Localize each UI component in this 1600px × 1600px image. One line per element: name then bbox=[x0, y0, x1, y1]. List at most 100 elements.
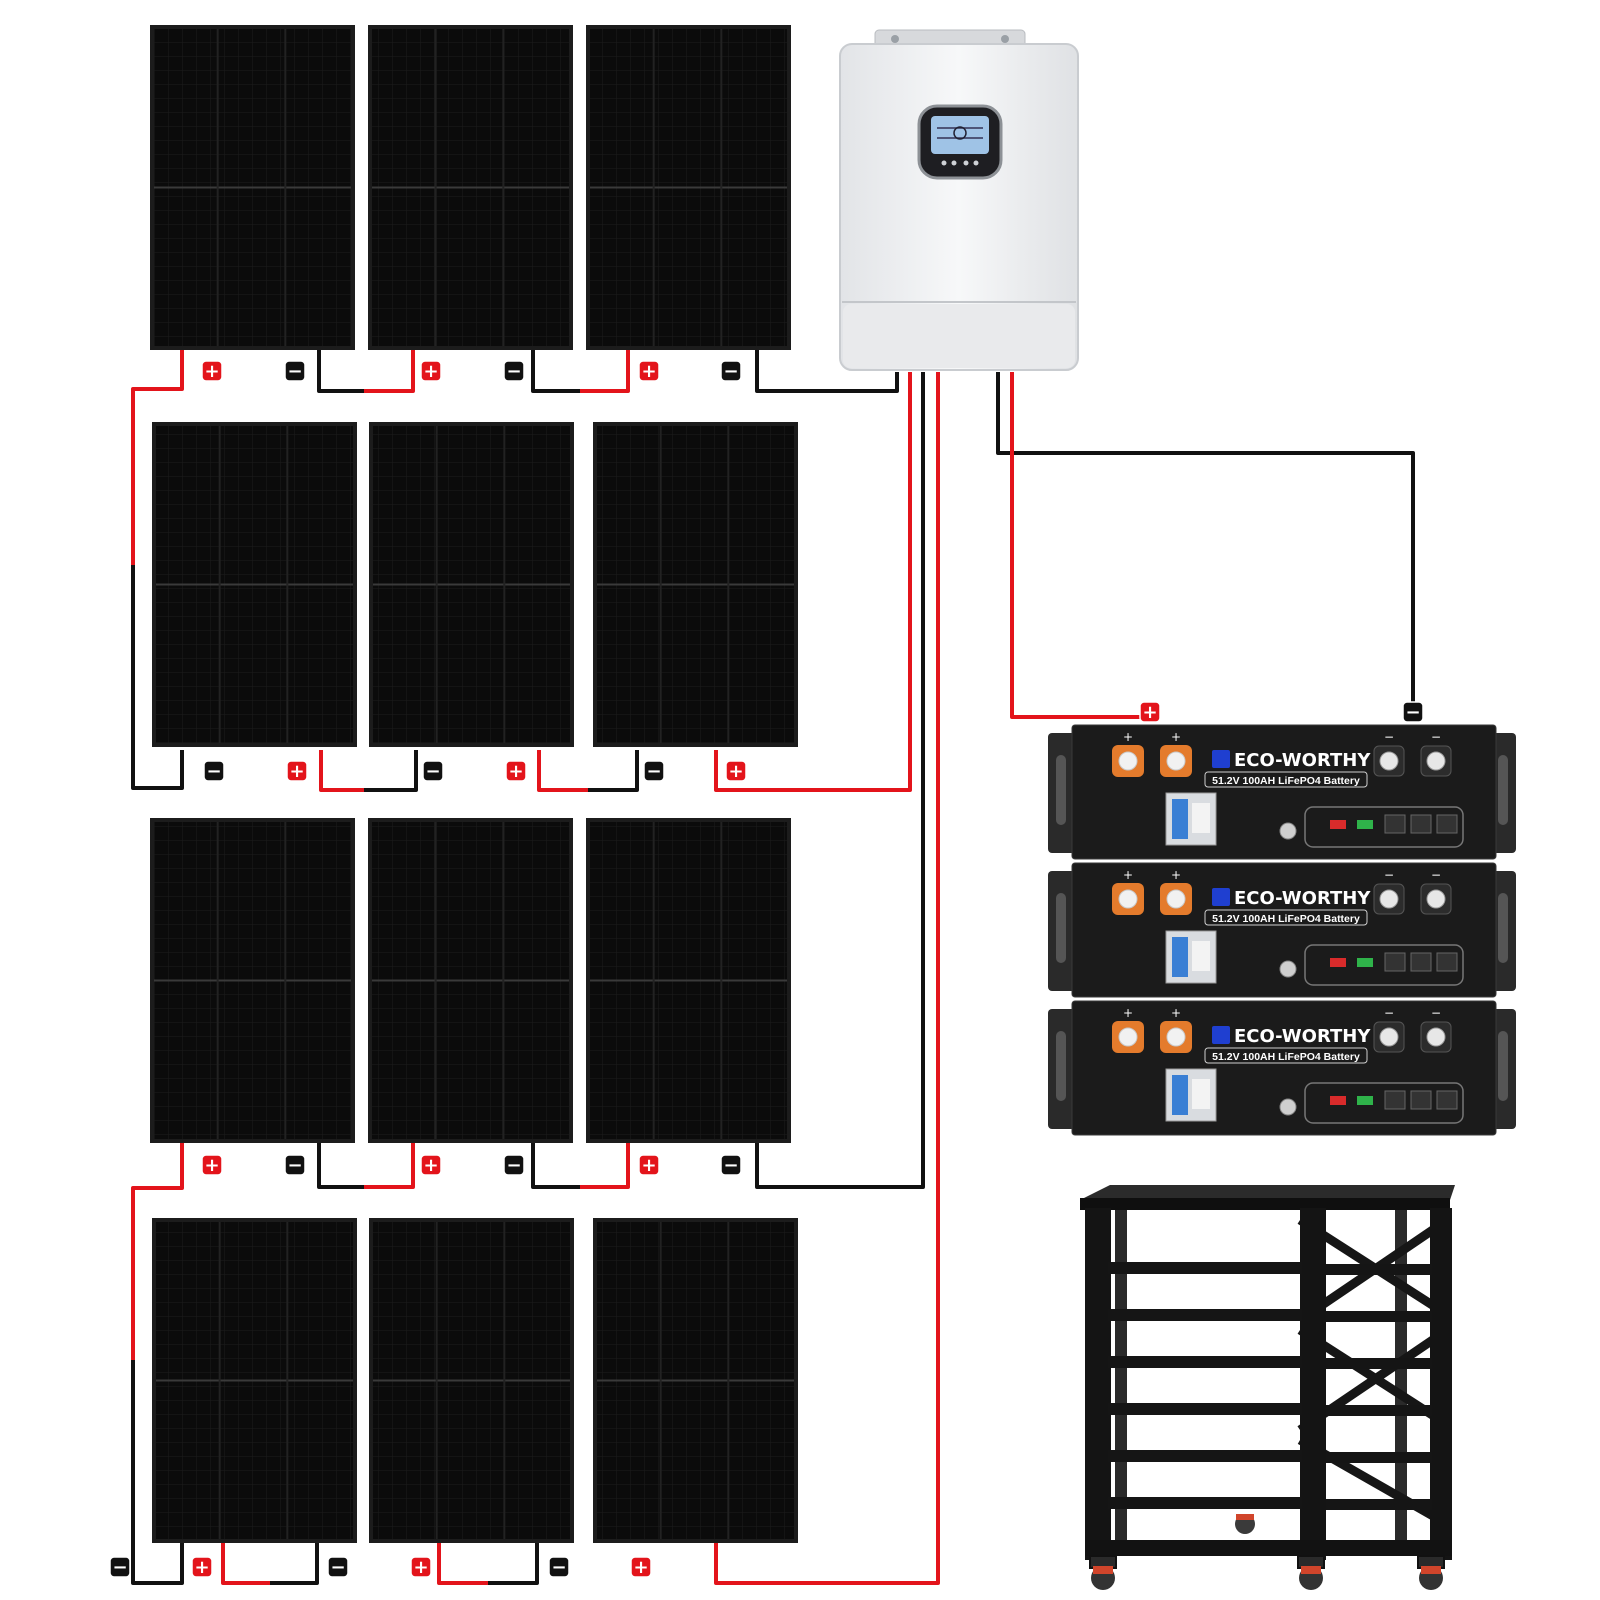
plus-terminal-icon: + bbox=[638, 360, 660, 382]
solar-panel bbox=[368, 818, 573, 1143]
rack-shelf bbox=[1326, 1358, 1432, 1369]
plus-terminal-icon: + bbox=[630, 1556, 652, 1578]
battery-spec: 51.2V 100AH LiFePO4 Battery bbox=[1212, 1051, 1360, 1063]
minus-terminal-icon: − bbox=[503, 360, 525, 382]
solar-panel bbox=[586, 818, 791, 1143]
svg-text:−: − bbox=[1431, 868, 1441, 882]
rack-shelf bbox=[1108, 1309, 1302, 1321]
wiring bbox=[131, 350, 1415, 1585]
svg-text:−: − bbox=[206, 761, 221, 782]
svg-text:+: + bbox=[1123, 868, 1133, 882]
minus-terminal-icon: − bbox=[1402, 701, 1424, 723]
negative-wire bbox=[131, 1360, 184, 1585]
minus-terminal-icon: − bbox=[643, 760, 665, 782]
minus-terminal-icon: − bbox=[327, 1556, 349, 1578]
negative-wire bbox=[588, 750, 639, 792]
negative-wire bbox=[317, 350, 364, 393]
negative-wire bbox=[755, 372, 925, 1189]
svg-text:+: + bbox=[423, 361, 438, 382]
positive-wire bbox=[714, 372, 940, 1585]
solar-panel bbox=[593, 1218, 798, 1543]
svg-text:−: − bbox=[506, 1155, 521, 1176]
plus-terminal-icon: + bbox=[191, 1556, 213, 1578]
rack-shelf bbox=[1108, 1262, 1302, 1274]
positive-wire bbox=[131, 350, 184, 565]
solar-panel-array bbox=[150, 25, 798, 1543]
negative-wire bbox=[755, 350, 899, 393]
negative-wire bbox=[531, 1143, 580, 1189]
plus-terminal-icon: + bbox=[201, 360, 223, 382]
rack-shelf bbox=[1108, 1497, 1302, 1509]
svg-text:+: + bbox=[1123, 730, 1133, 744]
solar-panel bbox=[369, 1218, 574, 1543]
minus-terminal-icon: − bbox=[109, 1556, 131, 1578]
rack-shelf bbox=[1326, 1264, 1432, 1275]
positive-wire bbox=[319, 750, 364, 792]
positive-wire bbox=[221, 1543, 270, 1585]
plus-terminal-icon: + bbox=[420, 360, 442, 382]
svg-text:+: + bbox=[204, 1155, 219, 1176]
svg-text:+: + bbox=[413, 1557, 428, 1578]
solar-panel bbox=[152, 422, 357, 747]
positive-wire bbox=[364, 1143, 415, 1189]
svg-text:+: + bbox=[289, 761, 304, 782]
svg-text:−: − bbox=[287, 1155, 302, 1176]
terminal-markers: +−+−+−−+−+−++−+−+−−+−+−++− bbox=[109, 360, 1424, 1578]
plus-terminal-icon: + bbox=[410, 1556, 432, 1578]
svg-text:+: + bbox=[508, 761, 523, 782]
svg-text:+: + bbox=[641, 361, 656, 382]
solar-panel bbox=[586, 25, 791, 350]
rack-shelf bbox=[1326, 1405, 1432, 1416]
solar-panel bbox=[150, 25, 355, 350]
svg-text:−: − bbox=[1405, 702, 1420, 723]
positive-wire bbox=[437, 1543, 488, 1585]
svg-text:−: − bbox=[646, 761, 661, 782]
svg-text:+: + bbox=[641, 1155, 656, 1176]
minus-terminal-icon: − bbox=[503, 1154, 525, 1176]
svg-text:+: + bbox=[204, 361, 219, 382]
minus-terminal-icon: − bbox=[720, 360, 742, 382]
battery-brand: ECO-WORTHY bbox=[1234, 1026, 1371, 1047]
svg-text:−: − bbox=[425, 761, 440, 782]
minus-terminal-icon: − bbox=[284, 1154, 306, 1176]
minus-terminal-icon: − bbox=[284, 360, 306, 382]
negative-wire bbox=[488, 1543, 539, 1585]
svg-text:−: − bbox=[1384, 730, 1394, 744]
solar-panel bbox=[152, 1218, 357, 1543]
brand-logo-icon bbox=[1212, 1026, 1230, 1044]
svg-text:−: − bbox=[1431, 1006, 1441, 1020]
minus-terminal-icon: − bbox=[548, 1556, 570, 1578]
solar-panel bbox=[368, 25, 573, 350]
rack-shelf bbox=[1108, 1403, 1302, 1415]
svg-text:+: + bbox=[728, 761, 743, 782]
positive-wire bbox=[580, 350, 630, 393]
rack-shelf bbox=[1326, 1499, 1432, 1510]
svg-text:−: − bbox=[112, 1557, 127, 1578]
plus-terminal-icon: + bbox=[420, 1154, 442, 1176]
rack-shelf bbox=[1326, 1311, 1432, 1322]
battery-spec: 51.2V 100AH LiFePO4 Battery bbox=[1212, 913, 1360, 925]
plus-terminal-icon: + bbox=[201, 1154, 223, 1176]
rack-shelf bbox=[1108, 1450, 1302, 1462]
negative-wire bbox=[270, 1543, 319, 1585]
plus-terminal-icon: + bbox=[286, 760, 308, 782]
negative-wire bbox=[531, 350, 580, 393]
negative-wire bbox=[364, 750, 418, 792]
svg-text:−: − bbox=[723, 361, 738, 382]
positive-wire bbox=[714, 372, 912, 792]
negative-wire bbox=[317, 1143, 364, 1189]
positive-wire bbox=[364, 350, 415, 393]
solar-panel bbox=[369, 422, 574, 747]
svg-text:+: + bbox=[1171, 868, 1181, 882]
battery-brand: ECO-WORTHY bbox=[1234, 888, 1371, 909]
battery-spec: 51.2V 100AH LiFePO4 Battery bbox=[1212, 775, 1360, 787]
positive-wire bbox=[537, 750, 588, 792]
battery-rack bbox=[1080, 1185, 1455, 1590]
svg-text:−: − bbox=[1384, 1006, 1394, 1020]
svg-text:−: − bbox=[723, 1155, 738, 1176]
minus-terminal-icon: − bbox=[422, 760, 444, 782]
svg-text:+: + bbox=[1142, 702, 1157, 723]
battery-brand: ECO-WORTHY bbox=[1234, 750, 1371, 771]
